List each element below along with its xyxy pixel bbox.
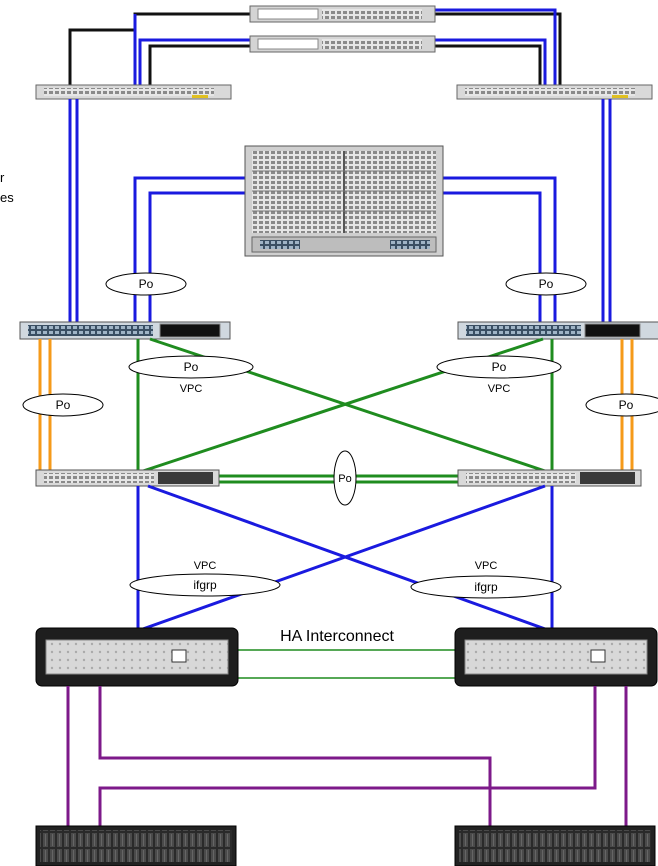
top-switch-left xyxy=(35,84,232,100)
vpc-ellipse-upper-left: Po VPC xyxy=(128,355,254,395)
disk-shelf-left xyxy=(35,825,237,866)
ifgrp-label: ifgrp xyxy=(193,578,217,592)
ha-interconnect-links xyxy=(238,649,455,679)
ha-interconnect-label: HA Interconnect xyxy=(280,628,394,645)
vpc-label: VPC xyxy=(194,560,217,572)
mid-switch-left xyxy=(19,321,231,340)
vpc-label: VPC xyxy=(475,560,498,572)
po-ellipse-vertical: Po xyxy=(333,450,357,506)
vpc-label: VPC xyxy=(180,383,203,395)
po-label: Po xyxy=(56,398,71,412)
po-ellipse-peer-left: Po xyxy=(22,393,104,417)
po-ellipse-chassis-left: Po xyxy=(105,272,187,296)
fabric-interconnect-a xyxy=(249,5,436,23)
mid-switch-right xyxy=(457,321,658,340)
po-ellipse-peer-right: Po xyxy=(585,393,658,417)
top-switch-right xyxy=(456,84,653,100)
disk-shelf-right xyxy=(454,825,656,866)
lower-switch-left xyxy=(35,469,220,487)
vpc-ifgrp-ellipse-right: VPC ifgrp xyxy=(410,560,562,599)
po-label: Po xyxy=(492,360,507,374)
vpc-label: VPC xyxy=(488,383,511,395)
storage-controller-right xyxy=(454,627,658,687)
po-label: Po xyxy=(338,473,351,485)
fabric-interconnect-b xyxy=(249,35,436,53)
vpc-ifgrp-ellipse-left: VPC ifgrp xyxy=(129,560,281,597)
vpc-ellipse-upper-right: Po VPC xyxy=(436,355,562,395)
ifgrp-label: ifgrp xyxy=(474,580,498,594)
cropped-text-fragment-1: r xyxy=(0,170,5,185)
po-ellipse-chassis-right: Po xyxy=(505,272,587,296)
po-label: Po xyxy=(139,277,154,291)
lower-switch-right xyxy=(457,469,642,487)
po-label: Po xyxy=(539,277,554,291)
po-label: Po xyxy=(184,360,199,374)
storage-controller-left xyxy=(35,627,239,687)
po-label: Po xyxy=(619,398,634,412)
top-uplink-links xyxy=(68,8,562,87)
blue-storage-links xyxy=(136,484,554,632)
cropped-text-fragment-2: es xyxy=(0,190,14,205)
purple-sas-links xyxy=(66,686,628,826)
blade-chassis xyxy=(244,145,444,257)
vertical-trunk-links xyxy=(68,99,612,325)
